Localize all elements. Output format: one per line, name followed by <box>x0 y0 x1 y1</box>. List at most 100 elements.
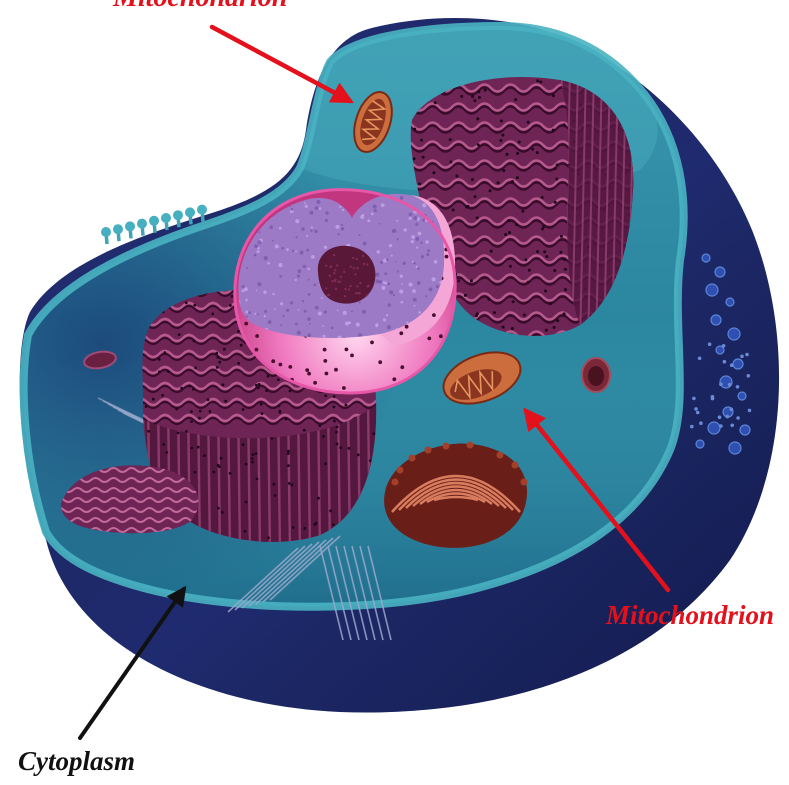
chromatin-speck <box>295 279 297 281</box>
ribosome <box>563 258 566 261</box>
ribosome <box>260 403 263 406</box>
chromatin-speck <box>295 236 297 238</box>
chromatin-speck <box>403 262 406 265</box>
chromatin-speck <box>387 282 390 285</box>
surface-granule <box>728 383 732 387</box>
chromatin-speck <box>254 313 256 315</box>
chromatin-speck <box>342 209 344 211</box>
ribosome <box>274 494 277 497</box>
ribosome <box>545 329 548 332</box>
membrane-bleb <box>702 254 710 262</box>
nucleolus-speck <box>334 269 336 271</box>
ribosome <box>434 101 437 104</box>
ribosome <box>218 361 221 364</box>
chromatin-speck <box>246 316 248 318</box>
ribosome <box>563 312 566 315</box>
ribosome <box>261 412 264 415</box>
chromatin-speck <box>416 247 418 249</box>
chromatin-speck <box>298 309 300 311</box>
ribosome <box>256 478 259 481</box>
ribosome <box>221 511 224 514</box>
ribosome <box>563 123 566 126</box>
chromatin-speck <box>264 310 267 313</box>
ribosome <box>357 454 360 457</box>
chromatin-speck <box>297 269 301 273</box>
chromatin-speck <box>318 311 322 315</box>
surface-granule <box>748 409 752 413</box>
chromatin-speck <box>325 211 328 214</box>
ribosome <box>433 171 436 174</box>
chromatin-speck <box>258 231 260 233</box>
chromatin-speck <box>308 293 311 296</box>
ribosome <box>556 319 559 322</box>
surface-granule <box>726 415 730 419</box>
ribosome <box>175 408 178 411</box>
ribosome <box>313 523 316 526</box>
ribosome <box>278 404 281 407</box>
microvillus-tip <box>161 213 171 223</box>
ribosome <box>212 471 215 474</box>
chromatin-speck <box>339 206 341 208</box>
chromatin-speck <box>371 213 374 216</box>
microvillus-tip <box>125 221 135 231</box>
ribosome <box>476 117 479 120</box>
chromatin-speck <box>425 240 428 243</box>
chromatin-speck <box>379 223 381 225</box>
nucleolus-speck <box>343 271 345 273</box>
chromatin-speck <box>244 287 248 291</box>
chromatin-speck <box>280 324 282 326</box>
chromatin-speck <box>425 295 427 297</box>
chromatin-speck <box>290 301 293 304</box>
nucleolus-speck <box>357 292 359 294</box>
chromatin-speck <box>409 217 412 220</box>
surface-granule <box>730 408 734 412</box>
chromatin-speck <box>436 285 439 288</box>
ribosome <box>258 383 261 386</box>
ribosome <box>348 447 351 450</box>
chromatin-speck <box>267 262 270 265</box>
chromatin-speck <box>381 286 385 290</box>
ribosome <box>531 148 534 151</box>
ribosome <box>471 95 474 98</box>
ribosome <box>564 268 567 271</box>
ribosome <box>193 304 196 307</box>
microvillus-tip <box>101 227 111 237</box>
microvillus-tip <box>149 216 159 226</box>
surface-granule <box>745 353 749 357</box>
nuclear-pore <box>255 334 259 338</box>
chromatin-speck <box>264 256 268 260</box>
chromatin-speck <box>387 325 391 329</box>
microvillus-tip <box>197 205 207 215</box>
chromatin-speck <box>409 213 413 217</box>
ribosome <box>457 279 460 282</box>
ribosome <box>514 98 517 101</box>
ribosome <box>335 431 338 434</box>
chromatin-speck <box>389 244 392 247</box>
ribosome <box>515 223 518 226</box>
chromatin-speck <box>418 311 421 314</box>
nuclear-pore <box>307 372 311 376</box>
ribosome <box>242 443 245 446</box>
nucleolus-speck <box>344 288 346 290</box>
ribosome <box>422 156 425 159</box>
ribosome <box>477 143 480 146</box>
chromatin-speck <box>417 281 421 285</box>
chromatin-speck <box>315 306 319 310</box>
membrane-bleb <box>706 284 718 296</box>
nucleolus-speck <box>367 285 369 287</box>
ribosome <box>285 418 288 421</box>
ribosome <box>552 129 555 132</box>
chromatin-speck <box>307 333 311 337</box>
membrane-bleb <box>740 425 750 435</box>
ribosome <box>180 387 183 390</box>
ribosome <box>333 420 336 423</box>
chromatin-speck <box>254 254 257 257</box>
ribosome <box>555 178 558 181</box>
ribosome <box>303 527 306 530</box>
ribosome <box>460 95 463 98</box>
ribosome <box>165 451 168 454</box>
ribosome <box>188 384 191 387</box>
ribosome <box>564 288 567 291</box>
chromatin-speck <box>373 205 377 209</box>
chromatin-speck <box>309 211 313 215</box>
